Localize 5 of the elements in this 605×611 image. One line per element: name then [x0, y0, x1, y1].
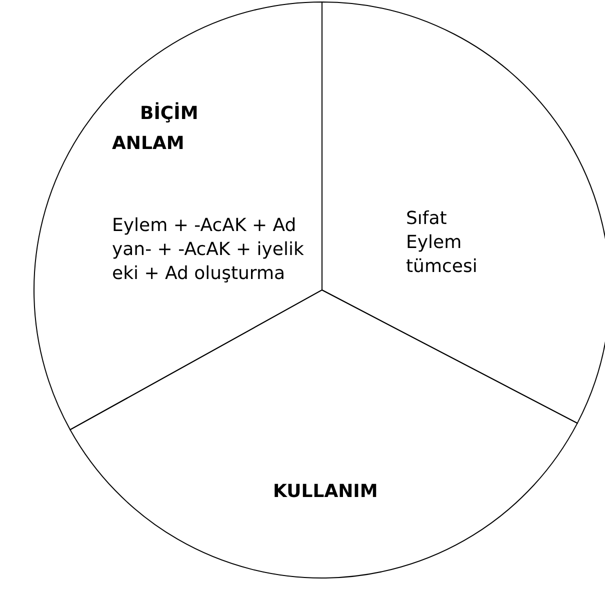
sector-text: Sıfat Eylem tümcesi	[406, 207, 478, 279]
sector-heading: ANLAM	[112, 132, 184, 156]
sector-heading: BİÇİM	[140, 102, 198, 126]
sector-text: Eylem + -AcAK + Ad yan- + -AcAK + iyelik eki + Ad oluşturma	[112, 214, 305, 286]
sector-heading: KULLANIM	[273, 480, 378, 504]
